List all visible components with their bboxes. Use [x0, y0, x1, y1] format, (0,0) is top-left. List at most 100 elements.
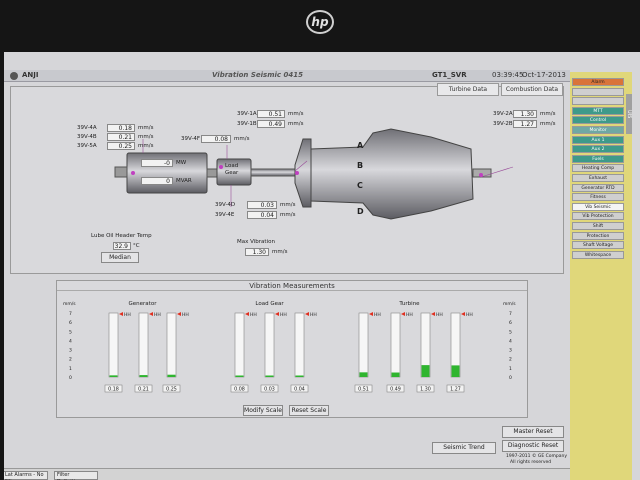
- axis-tick-left-4: 4: [69, 338, 72, 344]
- hh-label-0-1: HH: [154, 312, 161, 318]
- group-label-turbine: Turbine: [398, 301, 420, 307]
- bar-track-0-0: [108, 312, 119, 378]
- label-39v-2a: 39V-2A: [493, 111, 513, 117]
- copyright-line2: All rights reserved: [510, 460, 552, 465]
- nav-item-control[interactable]: Control: [572, 116, 624, 125]
- hh-label-1-1: HH: [280, 312, 287, 318]
- axis-unit-left: mm/s: [63, 301, 76, 307]
- hh-marker-2-2: [431, 312, 435, 316]
- nav-item-vib-protection[interactable]: Vib Protection: [572, 212, 624, 221]
- generator-mw-unit: MW: [176, 160, 187, 166]
- hh-label-0-2: HH: [182, 312, 189, 318]
- axis-tick-left-1: 1: [69, 366, 72, 372]
- group-label-generator: Generator: [129, 301, 158, 307]
- hh-marker-2-0: [369, 312, 373, 316]
- value-39v-4a: 0.18: [107, 124, 135, 132]
- nav-item-heating-comp[interactable]: Heating Comp: [572, 164, 624, 173]
- nav-item-mtt[interactable]: MTT: [572, 106, 624, 115]
- axis-tick-right-1: 1: [509, 366, 512, 372]
- window-menu-icon[interactable]: [10, 72, 18, 80]
- nav-item-exhaust[interactable]: Exhaust: [572, 174, 624, 182]
- bar-fill-2-2: [421, 365, 430, 377]
- bar-track-1-0: [234, 312, 245, 378]
- bar-track-0-2: [166, 312, 177, 378]
- sensor-dot-generator: [131, 171, 135, 175]
- axis-tick-left-0: 0: [69, 375, 72, 381]
- machine-drawing: [114, 128, 514, 220]
- section-letter-b: B: [357, 161, 364, 170]
- nav-item-generator-rtd[interactable]: Generator RTD: [572, 183, 624, 192]
- hh-marker-2-3: [461, 312, 465, 316]
- lube-oil-value: 32.9: [113, 242, 131, 250]
- hh-label-2-3: HH: [466, 312, 473, 318]
- sensor-dot-exhaust: [479, 173, 483, 177]
- tab-turbine-data[interactable]: Turbine Data: [437, 83, 499, 96]
- reset-scale-button[interactable]: Reset Scale: [289, 405, 329, 416]
- turbine-shaft: [250, 168, 296, 177]
- label-39v-1a: 39V-1A: [237, 111, 257, 117]
- bar-value-box-2-3: [446, 384, 465, 393]
- hh-label-2-2: HH: [436, 312, 443, 318]
- bar-value-box-2-1: [386, 384, 405, 393]
- generator-mvar-value: 0: [141, 177, 173, 185]
- seismic-trend-button[interactable]: Seismic Trend: [432, 442, 496, 454]
- modify-scale-button[interactable]: Modify Scale: [243, 405, 283, 416]
- taskbar-filter[interactable]: Filter Definitions: [54, 471, 98, 480]
- axis-tick-left-3: 3: [69, 348, 72, 354]
- diagnostic-reset-button[interactable]: Diagnostic Reset: [502, 440, 564, 452]
- hh-marker-0-0: [119, 312, 123, 316]
- turbine-casing: [310, 128, 474, 220]
- window-title: Vibration Seismic 0415: [212, 71, 303, 79]
- bar-value-0-1: 0.21: [138, 387, 149, 393]
- machine-schematic-panel: Turbine Data Combustion Data: [10, 83, 564, 274]
- nav-item-blank-2[interactable]: [572, 97, 624, 106]
- nav-item-whitespace[interactable]: Whitespace: [572, 250, 624, 259]
- unit-39v-4a: mm/s: [138, 125, 154, 131]
- hh-marker-1-1: [275, 312, 279, 316]
- load-gear-label-2: Gear: [225, 170, 239, 176]
- hp-logo: hp: [306, 10, 334, 34]
- label-39v-1b: 39V-1B: [237, 121, 257, 127]
- hh-marker-0-2: [177, 312, 181, 316]
- bar-value-2-3: 1.27: [450, 387, 461, 393]
- generator-mvar-unit: MVAR: [176, 178, 192, 184]
- nav-item-aux-1[interactable]: Aux 1: [572, 135, 624, 144]
- tab-combustion-data[interactable]: Combustion Data: [501, 83, 563, 96]
- generator-shaft-left: [114, 166, 128, 178]
- section-letter-c: C: [357, 181, 363, 190]
- nav-item-vib-seismic[interactable]: Vib Seismic: [572, 202, 624, 211]
- max-vibration-label: Max Vibration: [237, 239, 275, 245]
- nav-item-monitor[interactable]: Monitor: [572, 126, 624, 134]
- bar-value-2-1: 0.49: [390, 387, 401, 393]
- nav-item-aux-2[interactable]: Aux 2: [572, 145, 624, 154]
- unit-39v-4f: mm/s: [234, 136, 250, 142]
- nav-item-alarm[interactable]: Alarm: [572, 78, 624, 86]
- axis-tick-right-0: 0: [509, 375, 512, 381]
- bar-fill-2-1: [391, 372, 400, 377]
- nav-item-shift[interactable]: Shift: [572, 222, 624, 230]
- bar-track-2-1: [390, 312, 401, 378]
- unit-39v-2b: mm/s: [540, 121, 556, 127]
- bar-fill-0-1: [139, 375, 148, 377]
- nav-item-fitness[interactable]: Fitness: [572, 193, 624, 202]
- bar-value-box-2-0: [354, 384, 373, 393]
- bar-track-1-1: [264, 312, 275, 378]
- axis-unit-right: mm/s: [503, 301, 516, 307]
- value-39v-1a: 0.51: [257, 110, 285, 118]
- master-reset-button[interactable]: Master Reset: [502, 426, 564, 438]
- bar-value-box-1-2: [290, 384, 309, 393]
- taskbar-alarms[interactable]: Lat Alarms - No Filter: [4, 471, 48, 480]
- nav-item-fuels[interactable]: Fuels: [572, 154, 624, 163]
- sensor-dot-compressor: [295, 171, 299, 175]
- measurements-title: Vibration Measurements: [57, 281, 527, 291]
- median-button[interactable]: Median: [101, 252, 139, 263]
- nav-item-shaft-voltage[interactable]: Shaft Voltage: [572, 241, 624, 250]
- nav-item-protection[interactable]: Protection: [572, 231, 624, 240]
- bar-fill-2-3: [451, 365, 460, 377]
- nav-side-tab[interactable]: UIS: [626, 94, 632, 134]
- hh-label-2-1: HH: [406, 312, 413, 318]
- nav-item-blank-1[interactable]: [572, 87, 624, 96]
- axis-tick-left-5: 5: [69, 329, 72, 335]
